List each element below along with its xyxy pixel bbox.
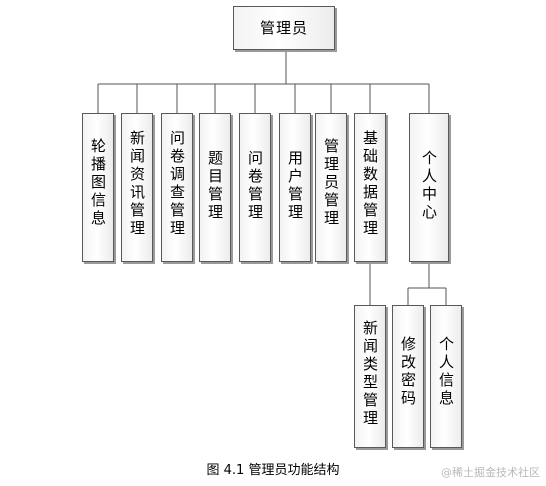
module-label: 新闻资讯管理 xyxy=(128,130,146,238)
module-label: 个人中心 xyxy=(420,150,438,222)
module-label: 轮播图信息 xyxy=(89,138,107,228)
module-user-management: 用户管理 xyxy=(279,113,311,262)
figure-caption: 图 4.1 管理员功能结构 xyxy=(206,463,340,478)
submodule-label: 个人信息 xyxy=(437,336,455,408)
submodule-personal-info: 个人信息 xyxy=(430,305,462,448)
module-questionnaire-management: 问卷管理 xyxy=(239,113,271,262)
module-label: 管理员管理 xyxy=(322,138,340,228)
root-label: 管理员 xyxy=(259,19,308,37)
module-label: 基础数据管理 xyxy=(361,130,379,238)
module-basic-data-management: 基础数据管理 xyxy=(354,113,386,262)
root-node: 管理员 xyxy=(233,6,335,50)
watermark: @稀土掘金技术社区 xyxy=(441,466,540,479)
submodule-news-type-management: 新闻类型管理 xyxy=(354,305,386,448)
module-label: 用户管理 xyxy=(286,150,304,222)
module-carousel-info: 轮播图信息 xyxy=(82,113,114,262)
module-label: 问卷调查管理 xyxy=(168,130,186,238)
module-questionnaire-survey-management: 问卷调查管理 xyxy=(161,113,193,262)
submodule-change-password: 修改密码 xyxy=(392,305,424,448)
module-label: 问卷管理 xyxy=(246,150,264,222)
submodule-label: 修改密码 xyxy=(399,336,417,408)
module-label: 题目管理 xyxy=(206,150,224,222)
module-news-management: 新闻资讯管理 xyxy=(121,113,153,262)
submodule-label: 新闻类型管理 xyxy=(361,320,379,428)
module-personal-center: 个人中心 xyxy=(409,113,449,262)
module-admin-management: 管理员管理 xyxy=(315,113,347,262)
module-question-management: 题目管理 xyxy=(199,113,231,262)
